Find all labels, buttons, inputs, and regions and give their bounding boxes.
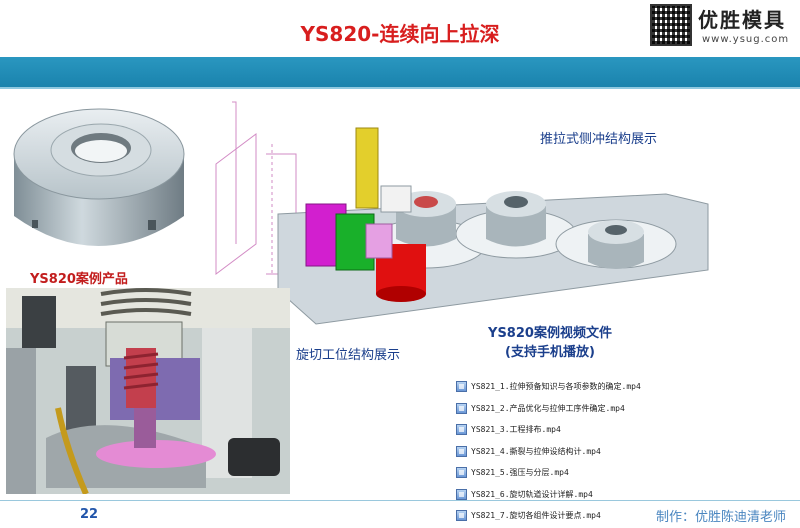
video-file-item[interactable]: YS821_7.旋切各组件设计要点.mp4	[456, 505, 706, 527]
video-file-list: YS821_1.拉伸预备知识与各项参数的确定.mp4 YS821_2.产品优化与…	[456, 376, 706, 527]
video-file-icon	[456, 381, 467, 393]
video-file-name: YS821_4.撕裂与拉伸设结构计.mp4	[471, 446, 601, 456]
author-credit: 制作：优胜陈迪清老师	[655, 510, 786, 525]
video-file-item[interactable]: YS821_2.产品优化与拉伸工序件确定.mp4	[456, 398, 706, 420]
page-number: 22	[80, 507, 99, 522]
video-file-name: YS821_2.产品优化与拉伸工序件确定.mp4	[471, 403, 625, 413]
video-file-icon	[456, 424, 467, 436]
video-file-icon	[456, 445, 467, 457]
logo-name: 优胜模具	[698, 8, 786, 32]
rotary-cut-image	[6, 288, 290, 494]
video-file-name: YS821_5.强压与分层.mp4	[471, 468, 569, 478]
logo-url: www.ysug.com	[702, 34, 790, 45]
qr-code	[650, 4, 692, 46]
brand-logo: 优胜模具 www.ysug.com	[640, 0, 800, 54]
video-file-name: YS821_3.工程排布.mp4	[471, 425, 561, 435]
video-file-item[interactable]: YS821_1.拉伸预备知识与各项参数的确定.mp4	[456, 376, 706, 398]
video-file-icon	[456, 467, 467, 479]
video-file-icon	[456, 510, 467, 522]
video-file-name: YS821_1.拉伸预备知识与各项参数的确定.mp4	[471, 382, 641, 392]
footer-divider	[0, 500, 800, 501]
push-pull-label: 推拉式侧冲结构展示	[540, 132, 658, 147]
strip-layout-image	[215, 101, 709, 325]
header-band	[0, 57, 800, 89]
video-file-icon	[456, 402, 467, 414]
video-file-name: YS821_7.旋切各组件设计要点.mp4	[471, 511, 601, 521]
video-file-icon	[456, 488, 467, 500]
video-file-item[interactable]: YS821_3.工程排布.mp4	[456, 419, 706, 441]
video-file-name: YS821_6.旋切轨道设计详解.mp4	[471, 489, 593, 499]
video-file-item[interactable]: YS821_5.强压与分层.mp4	[456, 462, 706, 484]
video-label-line1: YS820案例视频文件	[488, 326, 612, 341]
slide-title: YS820-连续向上拉深	[300, 22, 500, 46]
rotary-cut-label: 旋切工位结构展示	[296, 348, 401, 363]
video-file-item[interactable]: YS821_4.撕裂与拉伸设结构计.mp4	[456, 441, 706, 463]
video-label-line2: (支持手机播放)	[505, 345, 595, 360]
product-label: YS820案例产品	[30, 272, 128, 287]
product-image	[13, 108, 185, 246]
video-file-item[interactable]: YS821_6.旋切轨道设计详解.mp4	[456, 484, 706, 506]
